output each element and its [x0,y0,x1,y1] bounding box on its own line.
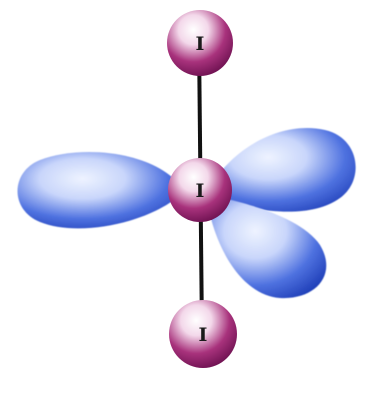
lone-pair-lobe-left [17,152,180,229]
atom-bottom: I [169,300,237,368]
atom-bottom-label: I [199,324,208,346]
atom-center: I [168,158,232,222]
lone-pair-lobe-lower-right [208,195,327,299]
lone-pair-lobe-upper-right [210,128,356,212]
atom-center-label: I [196,180,205,202]
atom-top-label: I [196,33,205,55]
atom-top: I [167,10,233,76]
